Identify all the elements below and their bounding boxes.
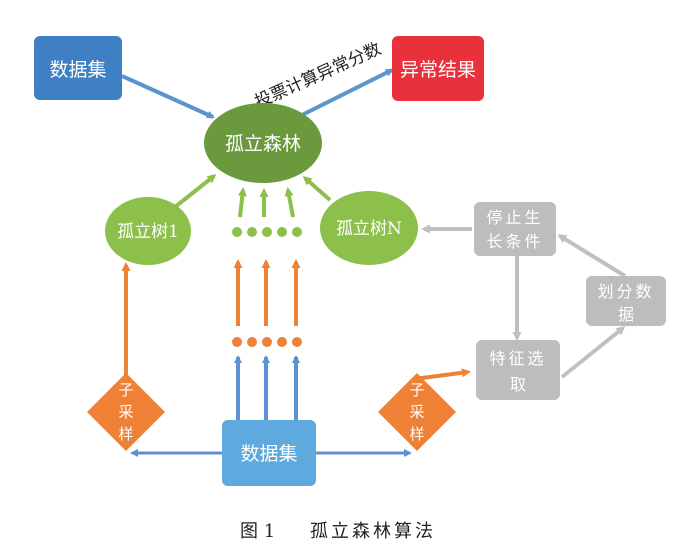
- feature-selection-line-2: 取: [510, 375, 526, 394]
- dataset-bottom-label: 数据集: [240, 443, 297, 465]
- arrow-dot3-to-forest: [284, 187, 295, 218]
- itree-1-node: 孤立树1: [105, 197, 191, 265]
- isolation-forest-node: 孤立森林: [204, 103, 322, 183]
- arrow-dot1-to-forest: [237, 187, 247, 218]
- itree-n-node: 孤立树N: [320, 191, 418, 265]
- stop-condition-line-1: 停止生: [486, 208, 543, 227]
- subsample-right-char-3: 样: [409, 425, 424, 443]
- stop-condition-line-2: 长条件: [486, 232, 543, 251]
- subsample-left-char-3: 样: [118, 425, 133, 443]
- feature-selection-node: 特征选 取: [476, 340, 560, 400]
- split-data-line-1: 划分数: [597, 282, 654, 301]
- dataset-bottom-node: 数据集: [222, 420, 316, 486]
- arrow-tree1-to-forest: [173, 174, 217, 209]
- subsample-left-char-2: 采: [118, 403, 133, 421]
- vote-score-label: 投票计算异常分数: [252, 39, 384, 113]
- arrow-split-to-stop: [557, 234, 627, 278]
- subsample-right-char-1: 子: [409, 381, 424, 399]
- arrow-feature-to-split: [560, 326, 626, 379]
- subsample-right-char-2: 采: [409, 403, 424, 421]
- subsample-left-char-1: 子: [118, 381, 133, 399]
- stop-condition-node: 停止生 长条件: [474, 202, 556, 256]
- arrow-dataset-to-forest: [121, 74, 215, 119]
- arrow-forest-to-result: [299, 68, 394, 118]
- split-data-node: 划分数 据: [586, 276, 666, 326]
- figure-title: 孤立森林算法: [310, 521, 436, 542]
- isolation-forest-label: 孤立森林: [225, 133, 301, 155]
- figure-number: 图 1: [240, 521, 275, 542]
- orange-ellipsis-dots: [232, 337, 302, 347]
- itree-1-label: 孤立树1: [117, 222, 179, 242]
- anomaly-result-label: 异常结果: [400, 59, 476, 81]
- feature-selection-line-1: 特征选: [489, 349, 546, 368]
- split-data-line-2: 据: [618, 305, 634, 324]
- subsample-right-node: 子 采 样: [378, 373, 456, 451]
- dataset-top-label: 数据集: [49, 59, 106, 81]
- dataset-top-node: 数据集: [34, 36, 122, 100]
- anomaly-result-node: 异常结果: [392, 36, 484, 101]
- green-ellipsis-dots: [232, 227, 302, 237]
- arrow-treen-to-forest: [302, 176, 332, 202]
- subsample-left-node: 子 采 样: [87, 373, 165, 451]
- itree-n-label: 孤立树N: [336, 219, 402, 239]
